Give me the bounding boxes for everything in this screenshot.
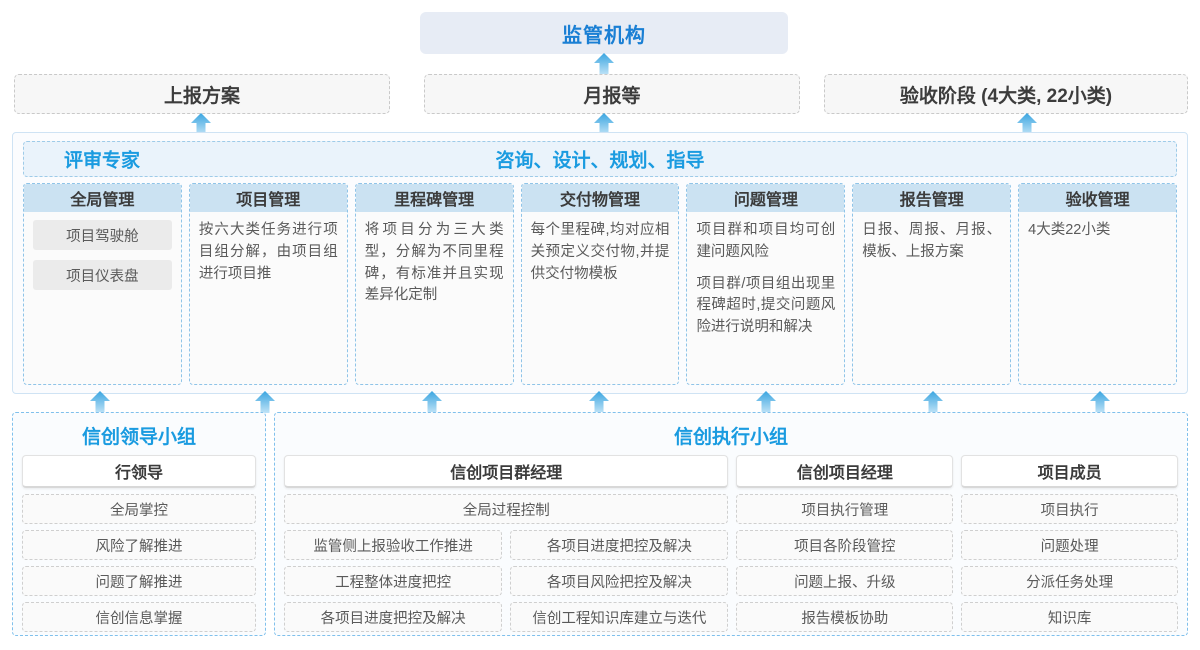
- program-manager-subcolumn-left: 监管侧上报验收工作推进 工程整体进度把控 各项目进度把控及解决: [284, 530, 503, 632]
- column-paragraph: 日报、周报、月报、模板、上报方案: [862, 222, 1002, 260]
- org-band: 信创领导小组 行领导 全局掌控 风险了解推进 问题了解推进 信创信息掌握 信创执…: [12, 412, 1188, 636]
- task-item[interactable]: 问题了解推进: [22, 566, 256, 596]
- arrow-up-column-1: [89, 390, 111, 414]
- task-item[interactable]: 报告模板协助: [736, 602, 954, 632]
- task-item[interactable]: 问题处理: [961, 530, 1179, 560]
- capability-column-global[interactable]: 全局管理 项目驾驶舱 项目仪表盘: [23, 183, 182, 385]
- arrow-up-to-plan: [190, 112, 212, 136]
- column-title: 问题管理: [687, 184, 845, 212]
- program-manager-subcolumn-right: 各项目进度把控及解决 各项目风险把控及解决 信创工程知识库建立与迭代: [510, 530, 729, 632]
- task-item[interactable]: 各项目进度把控及解决: [284, 602, 503, 632]
- report-box-acceptance: 验收阶段 (4大类, 22小类): [824, 74, 1188, 114]
- column-title: 里程碑管理: [355, 184, 513, 212]
- capability-column-report[interactable]: 报告管理 日报、周报、月报、模板、上报方案: [852, 183, 1012, 385]
- arrow-up-column-2: [254, 390, 276, 414]
- capability-band-header: 评审专家 咨询、设计、规划、指导: [23, 141, 1177, 177]
- column-paragraph: 项目群/项目组出现里程碑超时,提交问题风险进行说明和解决: [696, 275, 836, 336]
- task-item[interactable]: 知识库: [961, 602, 1179, 632]
- capability-column-issue[interactable]: 问题管理 项目群和项目均可创建问题风险 项目群/项目组出现里程碑超时,提交问题风…: [686, 183, 846, 385]
- capability-column-acceptance[interactable]: 验收管理 4大类22小类: [1018, 183, 1178, 385]
- task-item[interactable]: 各项目进度把控及解决: [510, 530, 729, 560]
- org-group-execution: 信创执行小组 信创项目群经理 全局过程控制 监管侧上报验收工作推进 工程整体进度…: [274, 412, 1188, 636]
- column-paragraph: 按六大类任务进行项目组分解，由项目组进行项目推: [198, 222, 338, 282]
- group-title: 信创领导小组: [81, 427, 196, 448]
- column-body: 项目群和项目均可创建问题风险 项目群/项目组出现里程碑超时,提交问题风险进行说明…: [687, 212, 844, 384]
- task-item[interactable]: 分派任务处理: [961, 566, 1179, 596]
- arrow-up-column-5: [755, 390, 777, 414]
- lane-project-manager: 信创项目经理 项目执行管理 项目各阶段管控 问题上报、升级 报告模板协助: [736, 455, 954, 632]
- column-body: 4大类22小类: [1019, 212, 1176, 384]
- lane-project-member: 项目成员 项目执行 问题处理 分派任务处理 知识库: [961, 455, 1179, 632]
- lane-program-manager: 信创项目群经理 全局过程控制 监管侧上报验收工作推进 工程整体进度把控 各项目进…: [284, 455, 729, 632]
- column-paragraph: 将项目分为三大类型，分解为不同里程碑，有标准并且实现差异化定制: [364, 222, 504, 304]
- report-box-plan: 上报方案: [14, 74, 390, 114]
- column-title: 验收管理: [1019, 184, 1177, 212]
- task-item[interactable]: 项目各阶段管控: [736, 530, 954, 560]
- column-title: 全局管理: [24, 184, 181, 212]
- task-item[interactable]: 信创信息掌握: [22, 602, 256, 632]
- report-label: 月报等: [583, 85, 641, 107]
- task-item[interactable]: 监管侧上报验收工作推进: [284, 530, 503, 560]
- group-lanes: 行领导 全局掌控 风险了解推进 问题了解推进 信创信息掌握: [22, 455, 256, 632]
- capability-band: 评审专家 咨询、设计、规划、指导 全局管理 项目驾驶舱 项目仪表盘 项目管理 按…: [12, 132, 1188, 394]
- arrow-up-column-4: [588, 390, 610, 414]
- lane-title[interactable]: 项目成员: [961, 455, 1179, 488]
- org-group-leadership: 信创领导小组 行领导 全局掌控 风险了解推进 问题了解推进 信创信息掌握: [12, 412, 266, 636]
- regulator-box: 监管机构: [420, 12, 788, 54]
- group-lanes: 信创项目群经理 全局过程控制 监管侧上报验收工作推进 工程整体进度把控 各项目进…: [284, 455, 1179, 632]
- task-item[interactable]: 工程整体进度把控: [284, 566, 503, 596]
- review-experts-label: 评审专家: [64, 150, 141, 172]
- arrow-up-column-3: [421, 390, 443, 414]
- regulator-label: 监管机构: [562, 24, 646, 47]
- lane-title[interactable]: 信创项目经理: [736, 455, 954, 488]
- arrow-up-column-7: [1089, 390, 1111, 414]
- column-body: 日报、周报、月报、模板、上报方案: [853, 212, 1010, 384]
- report-label: 验收阶段 (4大类, 22小类): [899, 85, 1113, 107]
- column-body: 每个里程碑,均对应相关预定义交付物,并提供交付物模板: [522, 212, 679, 384]
- column-body: 按六大类任务进行项目组分解，由项目组进行项目推: [190, 212, 347, 384]
- task-item[interactable]: 全局掌控: [22, 494, 256, 524]
- report-row: 上报方案 月报等 验收阶段 (4大类, 22小类): [14, 74, 1188, 114]
- column-paragraph: 4大类22小类: [1028, 222, 1111, 238]
- column-paragraph: 每个里程碑,均对应相关预定义交付物,并提供交付物模板: [530, 222, 670, 282]
- column-paragraph: 项目群和项目均可创建问题风险: [696, 222, 836, 260]
- task-item[interactable]: 项目执行管理: [736, 494, 954, 524]
- task-item[interactable]: 问题上报、升级: [736, 566, 954, 596]
- capability-column-project[interactable]: 项目管理 按六大类任务进行项目组分解，由项目组进行项目推: [188, 183, 348, 385]
- arrow-up-to-monthly: [593, 112, 615, 136]
- program-manager-subcolumns: 监管侧上报验收工作推进 工程整体进度把控 各项目进度把控及解决 各项目进度把控及…: [284, 530, 729, 632]
- group-title: 信创执行小组: [673, 427, 788, 448]
- task-item-global-process[interactable]: 全局过程控制: [284, 494, 729, 524]
- consulting-services-label: 咨询、设计、规划、指导: [495, 150, 705, 172]
- column-body: 项目驾驶舱 项目仪表盘: [24, 212, 181, 384]
- capability-columns: 全局管理 项目驾驶舱 项目仪表盘 项目管理 按六大类任务进行项目组分解，由项目组…: [23, 183, 1178, 385]
- column-title: 报告管理: [853, 184, 1011, 212]
- capability-column-deliverable[interactable]: 交付物管理 每个里程碑,均对应相关预定义交付物,并提供交付物模板: [520, 183, 680, 385]
- task-item[interactable]: 风险了解推进: [22, 530, 256, 560]
- task-item[interactable]: 信创工程知识库建立与迭代: [510, 602, 729, 632]
- arrow-up-to-regulator: [593, 52, 615, 76]
- task-item[interactable]: 项目执行: [961, 494, 1179, 524]
- task-item[interactable]: 各项目风险把控及解决: [510, 566, 729, 596]
- lane-title[interactable]: 行领导: [22, 455, 256, 488]
- capability-column-milestone[interactable]: 里程碑管理 将项目分为三大类型，分解为不同里程碑，有标准并且实现差异化定制: [354, 183, 514, 385]
- feature-pill[interactable]: 项目驾驶舱: [33, 220, 172, 250]
- report-box-monthly: 月报等: [424, 74, 800, 114]
- lane-bank-leader: 行领导 全局掌控 风险了解推进 问题了解推进 信创信息掌握: [22, 455, 256, 632]
- column-title: 项目管理: [189, 184, 347, 212]
- report-label: 上报方案: [163, 85, 240, 107]
- arrow-up-column-6: [922, 390, 944, 414]
- feature-pill[interactable]: 项目仪表盘: [33, 260, 172, 290]
- column-body: 将项目分为三大类型，分解为不同里程碑，有标准并且实现差异化定制: [356, 212, 513, 384]
- column-title: 交付物管理: [521, 184, 679, 212]
- arrow-up-to-acceptance: [1016, 112, 1038, 136]
- lane-title[interactable]: 信创项目群经理: [284, 455, 729, 488]
